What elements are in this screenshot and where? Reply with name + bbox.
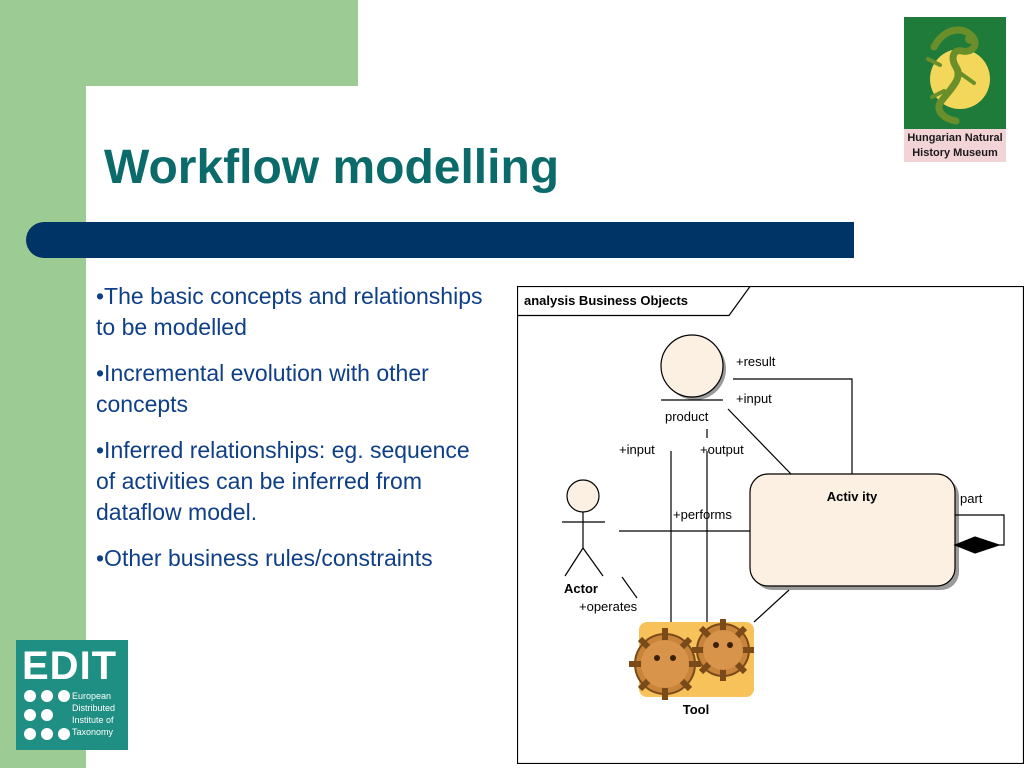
museum-name: Hungarian Natural History Museum [904, 129, 1006, 162]
bullet-item: •Incremental evolution with other concep… [96, 360, 429, 417]
activity-label: Activ ity [827, 489, 878, 504]
input-label-left: +input [619, 442, 655, 457]
tool-gears-icon [629, 619, 754, 700]
frame-title-tab [517, 286, 751, 317]
tool-label: Tool [683, 702, 709, 717]
title-underline-bar [26, 222, 854, 258]
input-label-right: +input [736, 391, 772, 406]
edit-subtitle: European Distributed Institute of Taxono… [72, 690, 115, 738]
edit-subtitle-line: European [72, 691, 112, 701]
output-label: +output [700, 442, 744, 457]
edit-subtitle-line: Institute of [72, 715, 114, 725]
actor-icon [562, 479, 605, 577]
museum-logo: Hungarian Natural History Museum [904, 17, 1006, 162]
part-label: part [960, 491, 983, 506]
frame-title: analysis Business Objects [524, 293, 688, 308]
edit-subtitle-line: Taxonomy [72, 727, 114, 737]
lizard-emblem-icon [904, 17, 1006, 129]
museum-name-line: History Museum [912, 147, 998, 159]
product-object-icon [660, 334, 724, 398]
performs-label: +performs [673, 507, 732, 522]
bullet-item: •Inferred relationships: eg. sequence of… [96, 437, 470, 525]
edit-subtitle-line: Distributed [72, 703, 116, 713]
green-top-band [0, 0, 358, 86]
bullet-list: •The basic concepts and relationships to… [96, 281, 486, 589]
bullet-item: •Other business rules/constraints [96, 545, 433, 571]
operates-label: +operates [579, 599, 638, 614]
association-lines [619, 378, 1005, 623]
edit-wordmark: EDIT [22, 644, 118, 688]
bullet-item: •The basic concepts and relationships to… [96, 283, 483, 340]
slide-title: Workflow modelling [104, 141, 560, 194]
uml-diagram: analysis Business Objects product Activ … [516, 285, 1024, 765]
edit-dots-icon [24, 690, 70, 742]
museum-name-line: Hungarian Natural [907, 132, 1003, 144]
result-label: +result [736, 354, 776, 369]
actor-label: Actor [564, 581, 598, 596]
edit-logo: EDIT European Distributed Institute of T… [16, 640, 128, 750]
product-label: product [665, 409, 709, 424]
